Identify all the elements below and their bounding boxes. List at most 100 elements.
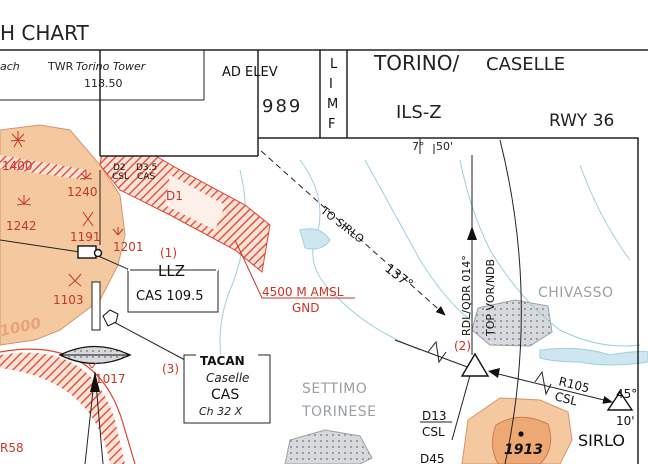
river-1 [299, 159, 421, 351]
limf-letter-1: L [330, 57, 338, 72]
limf-letter-2: I [329, 77, 333, 92]
runway [91, 281, 101, 331]
llz-box [127, 269, 219, 313]
airport-name: CASELLE [486, 54, 565, 75]
r105-sub: CSL [553, 389, 579, 408]
waypoint-sirlo: SIRLO [578, 431, 625, 450]
hatched-circle-edge [0, 348, 136, 464]
final-zigzag [427, 340, 447, 364]
obstacle-1242: 1242 [6, 219, 37, 233]
airport-city: TORINO/ [373, 51, 459, 75]
lake-1 [299, 228, 331, 250]
r58-label: R58 [0, 441, 24, 455]
obstacle-icon-1400 [10, 131, 26, 148]
vor-triangle-icon [460, 352, 490, 377]
d2-sub: CSL [112, 172, 129, 182]
town-settimo-2: TORINESE [301, 404, 376, 420]
marker-3: (3) [162, 362, 179, 376]
final-course [394, 339, 471, 369]
restricted-area-light [165, 175, 225, 230]
rdl-label: RDL/QDR 014° [460, 255, 473, 336]
r105-arrow-start [488, 368, 500, 378]
obstacle-icon-1017 [87, 362, 97, 369]
r105-zigzag [534, 370, 552, 396]
peak-dot [518, 431, 524, 437]
latitude-minutes: 50' [436, 140, 453, 153]
marker-2: (2) [454, 339, 471, 353]
river-5 [579, 164, 631, 261]
d13-sub: CSL [422, 425, 445, 439]
top-label: TOP VOR/NDB [484, 259, 497, 337]
llz-icon-dot [93, 248, 103, 258]
tacan-title: TACAN [200, 354, 245, 368]
town-chivasso: CHIVASSO [538, 285, 613, 301]
tower-label: TWR [47, 60, 74, 73]
limf-letter-4: F [328, 117, 335, 132]
restricted-area-label: D1 [166, 189, 183, 203]
obstacle-1201: 1201 [113, 240, 144, 254]
runway-designator: RWY 36 [549, 111, 614, 131]
altitude-reference: GND [292, 301, 320, 315]
tacan-icon [102, 309, 119, 327]
ad-elev-label: AD ELEV [222, 65, 278, 80]
llz-label: LLZ [158, 262, 185, 280]
localizer-line-west [0, 239, 81, 253]
runway-arrow [90, 372, 100, 392]
minutes-10: 10' [616, 414, 635, 428]
river-po [539, 347, 648, 366]
sirlo-triangle-icon [606, 390, 634, 411]
obstacle-markers [10, 131, 124, 369]
obstacle-1017: 1017 [95, 372, 126, 386]
elevation-1913: 1913 [504, 442, 543, 458]
tower-frequency: 118.50 [84, 77, 123, 90]
tacan-box [183, 354, 271, 424]
obstacle-icon-1242 [16, 195, 32, 206]
angle-45: 45° [616, 387, 637, 401]
latitude-tick: 7° [412, 140, 425, 153]
dme-arc [499, 139, 522, 464]
obstacle-1191: 1191 [70, 230, 101, 244]
tacan-ident: CAS [211, 387, 239, 403]
leader-tacan [109, 319, 186, 361]
altitude-leader [234, 239, 355, 299]
llz-frequency: CAS 109.5 [136, 289, 204, 304]
chart-title: H CHART [0, 21, 90, 45]
urban-settimo [284, 429, 373, 464]
ad-elev-value: 989 [262, 96, 302, 117]
d13-label: D13 [422, 409, 447, 423]
d35-label: D3.5 [136, 163, 157, 173]
obstacle-icon-1103 [68, 273, 82, 287]
leader-d13 [451, 367, 473, 441]
altitude-limit: 4500 M AMSL [262, 285, 344, 299]
tacan-channel: Ch 32 X [199, 405, 243, 418]
d35-sub: CAS [137, 172, 155, 182]
urban-chivasso [471, 299, 553, 347]
llz-icon [77, 245, 97, 259]
d45-label: D45 [420, 452, 445, 464]
hatched-strip [0, 155, 88, 180]
d2-label: D2 [113, 163, 126, 173]
obstacle-icon-1191 [82, 211, 94, 227]
obstacle-1103: 1103 [53, 293, 84, 307]
leader-llz [95, 254, 131, 271]
procedure-name: ILS-Z [396, 102, 442, 123]
obstacle-icon-1201 [112, 227, 124, 236]
tower-name: Torino Tower [76, 60, 147, 73]
obstacle-icon-1240 [79, 170, 93, 180]
limf-letter-3: M [327, 97, 338, 112]
obstacle-1240: 1240 [67, 185, 98, 199]
river-3 [459, 159, 641, 347]
river-2 [364, 159, 471, 321]
radial-arrow [467, 226, 477, 240]
marker-1: (1) [160, 246, 177, 260]
tacan-name: Caselle [206, 371, 249, 385]
heading-137: 137° [382, 261, 416, 292]
obstacle-1400: 1400 [2, 159, 33, 173]
r105-track [489, 371, 613, 404]
town-settimo-1: SETTIMO [302, 381, 367, 397]
map-body [0, 109, 648, 464]
approach-fragment: ach [0, 60, 20, 73]
